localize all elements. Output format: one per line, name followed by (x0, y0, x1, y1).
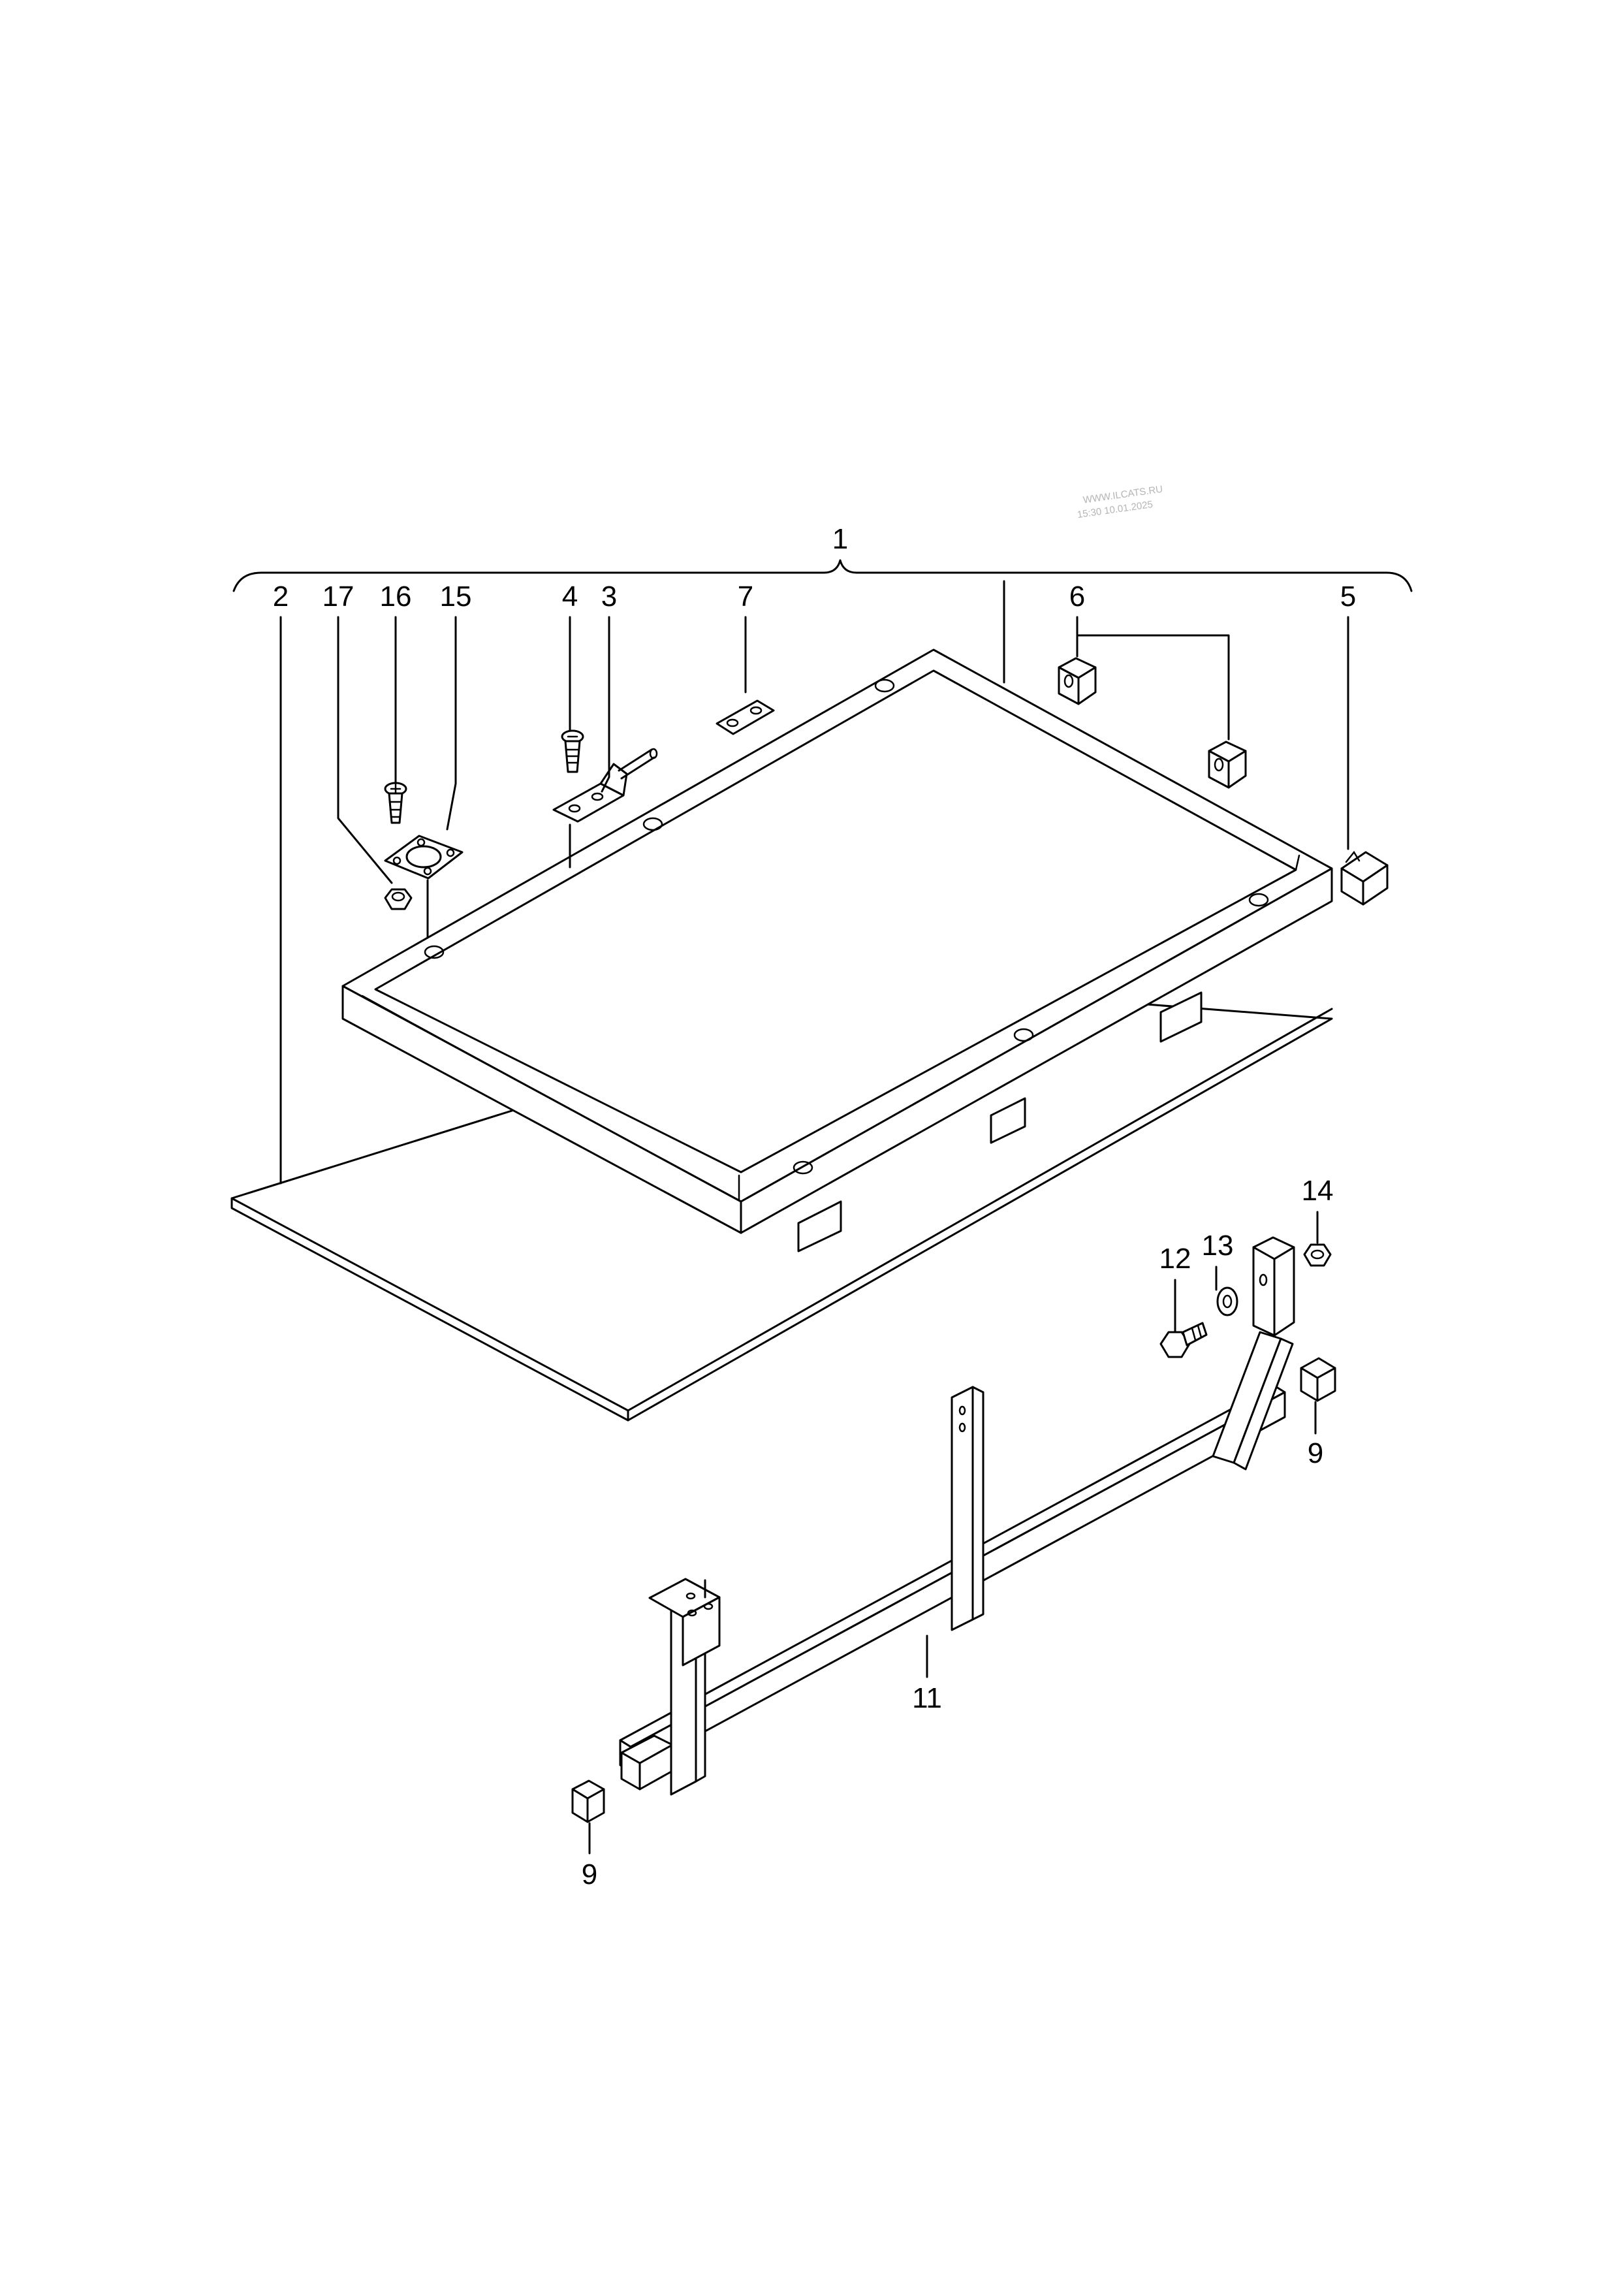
strap-plate (716, 699, 775, 735)
callout-6: 6 (1069, 581, 1085, 613)
hex-nut-left (384, 888, 413, 910)
callout-15: 15 (440, 581, 472, 613)
watermark: WWW.ILCATS.RU 15:30 10.01.2025 (1077, 484, 1163, 520)
table-top-frame (341, 648, 1333, 1252)
callout-16: 16 (380, 581, 412, 613)
washer (1216, 1286, 1238, 1316)
hex-nut-right (1303, 1243, 1332, 1267)
callout-11: 11 (912, 1682, 942, 1714)
group-bracket (232, 559, 1413, 592)
callout-2: 2 (273, 581, 289, 613)
callout-numbers: 1 2 17 16 15 4 3 7 6 5 14 13 12 9 11 9 (273, 523, 1356, 1890)
callout-12: 12 (1159, 1243, 1191, 1275)
hex-bolt (1159, 1322, 1208, 1358)
callout-1: 1 (832, 523, 848, 555)
end-cap-left (571, 1779, 605, 1823)
frame-support-1 (1159, 991, 1203, 1043)
end-cap-right (1300, 1357, 1336, 1402)
callout-4: 4 (562, 581, 578, 613)
callout-14: 14 (1302, 1175, 1334, 1207)
callout-5: 5 (1340, 581, 1356, 613)
callout-9-right: 9 (1308, 1437, 1323, 1469)
flange-plate (384, 835, 464, 880)
rubber-block-2 (1208, 741, 1247, 789)
leader-lines (279, 580, 1349, 1855)
base-frame (619, 1236, 1295, 1796)
hinge-bracket (552, 748, 658, 823)
callout-9-left: 9 (582, 1858, 597, 1890)
frame-support-2 (990, 1097, 1026, 1144)
flange-screw (384, 782, 407, 824)
hinge-screw (561, 729, 584, 773)
frame-support-3 (797, 1200, 842, 1252)
rubber-block-1 (1058, 657, 1097, 705)
corner-cap (1340, 850, 1389, 906)
callout-7: 7 (738, 581, 753, 613)
callout-13: 13 (1202, 1230, 1234, 1262)
callout-3: 3 (601, 581, 617, 613)
callout-17: 17 (323, 581, 354, 613)
